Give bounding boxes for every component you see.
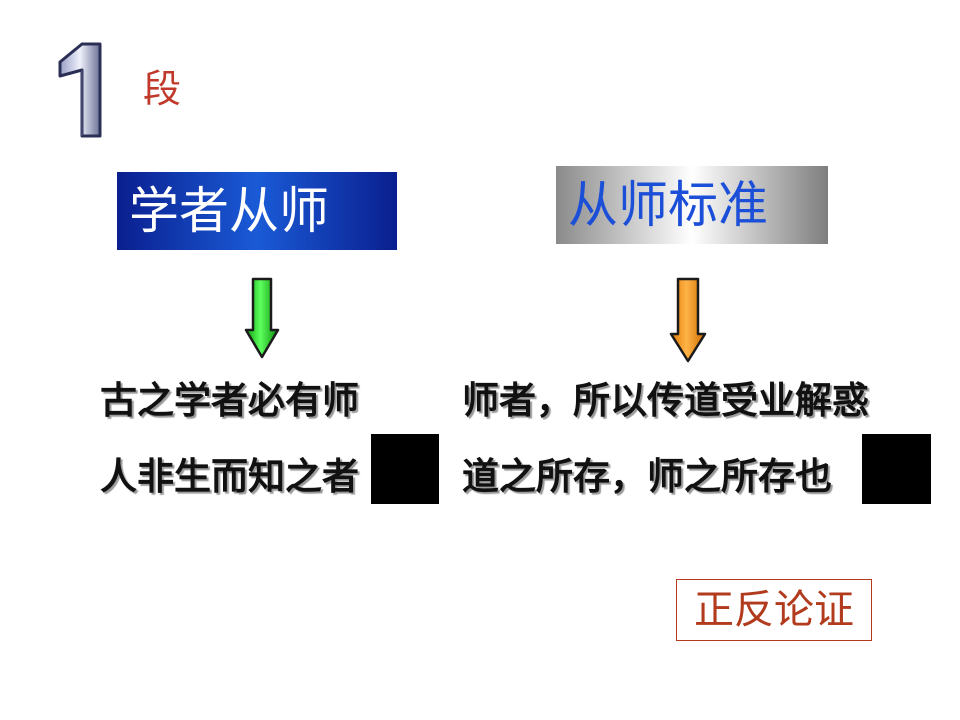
left-text-line-1: 古之学者必有师 bbox=[100, 379, 359, 422]
black-cover-block-left[interactable] bbox=[371, 434, 439, 504]
left-text-line-2: 人非生而知之者 bbox=[100, 455, 359, 498]
heading-box-teacher-standard: 从师标准 bbox=[556, 166, 828, 244]
right-text-line-1: 师者，所以传道受业解惑 bbox=[462, 379, 869, 422]
heading-box-students-follow-teacher: 学者从师 bbox=[117, 172, 397, 250]
conclusion-box: 正反论证 bbox=[676, 579, 872, 641]
green-down-arrow-icon bbox=[244, 277, 280, 359]
orange-down-arrow-icon bbox=[669, 277, 707, 363]
black-cover-block-right[interactable] bbox=[862, 434, 931, 504]
section-number-one-graphic bbox=[58, 42, 102, 138]
right-text-line-2: 道之所存，师之所存也 bbox=[462, 455, 832, 498]
section-label: 段 bbox=[143, 67, 182, 111]
